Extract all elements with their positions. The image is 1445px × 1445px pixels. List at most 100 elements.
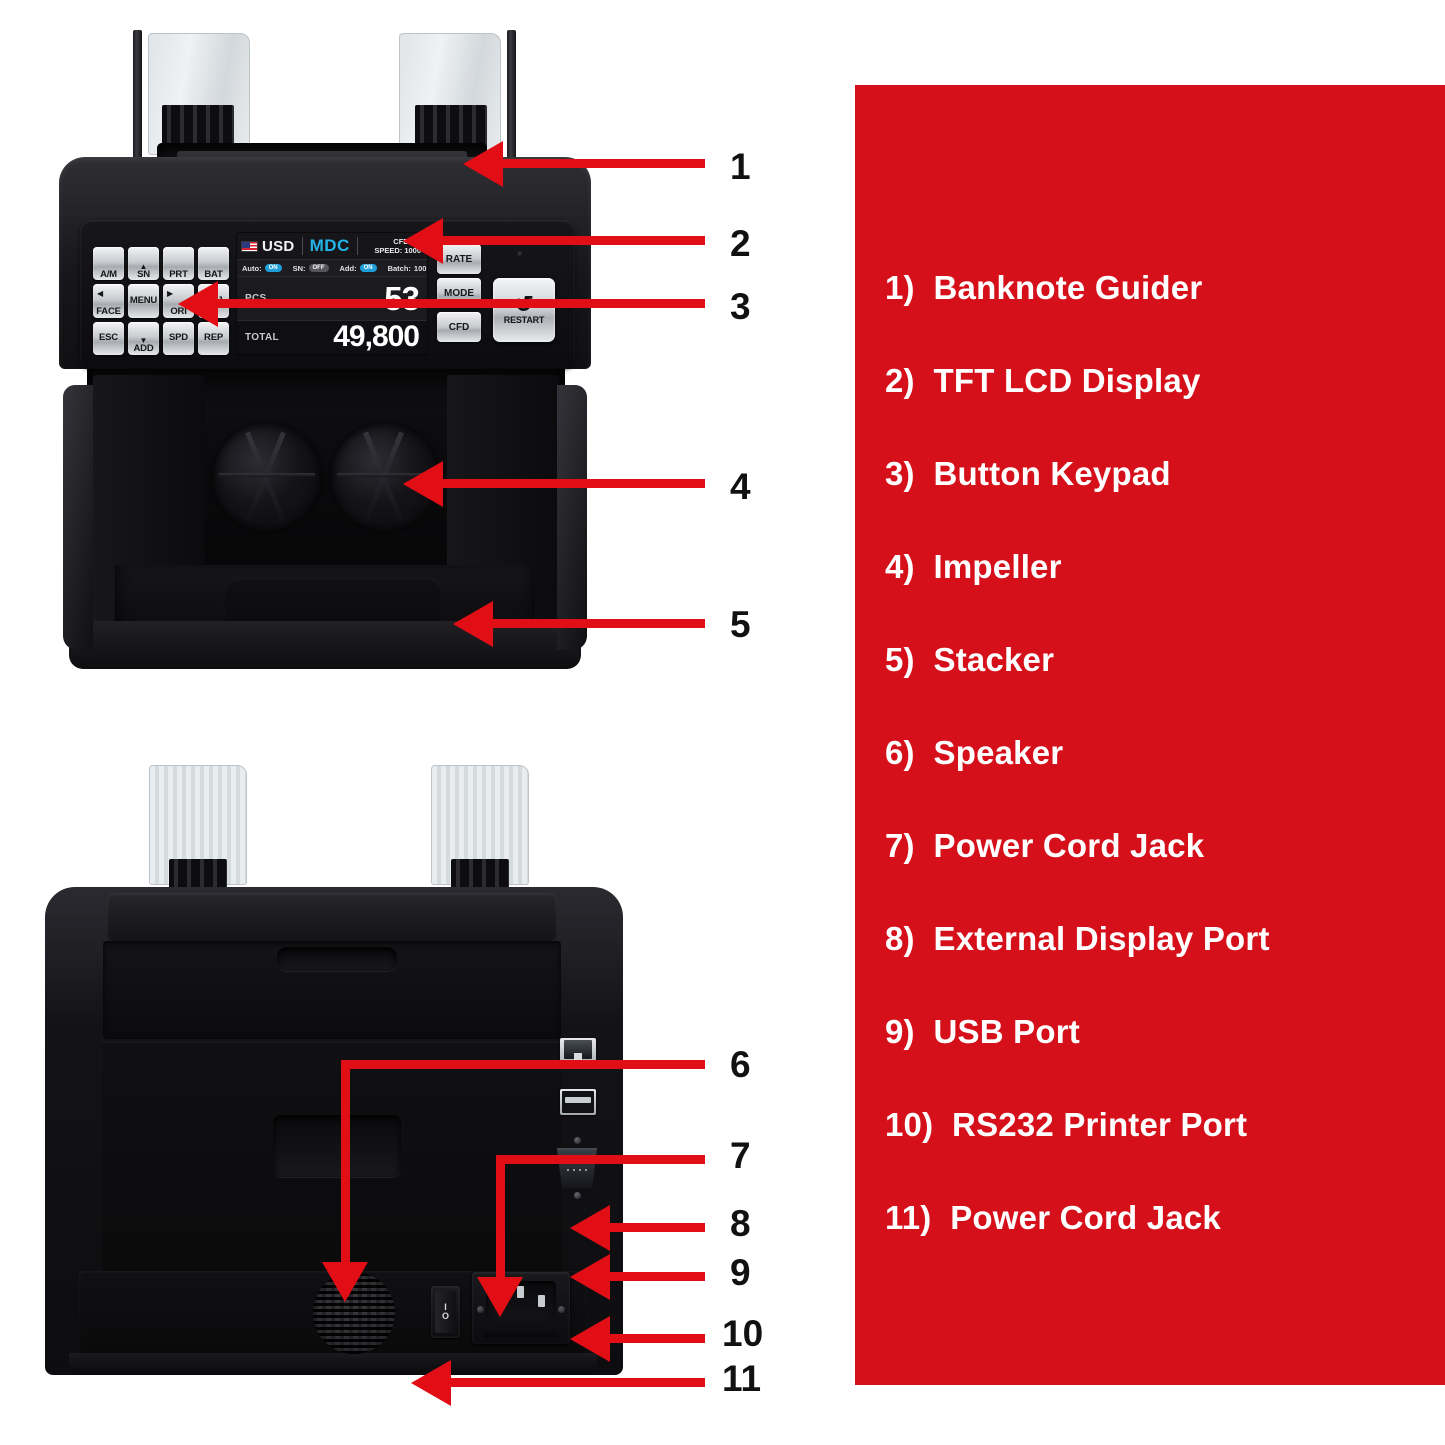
rear-top-lid bbox=[107, 893, 557, 941]
key-sn[interactable]: ▲ SN bbox=[128, 247, 159, 281]
legend-item-11: 11) Power Cord Jack bbox=[885, 1201, 1425, 1234]
base-skirt-right bbox=[557, 385, 587, 650]
callout-arrow-11 bbox=[448, 1378, 705, 1387]
callout-number-3: 3 bbox=[730, 286, 751, 327]
callout-number-5: 5 bbox=[730, 604, 751, 645]
callout-number-7: 7 bbox=[730, 1135, 751, 1176]
key-label: ADD bbox=[133, 343, 154, 355]
key-prt[interactable]: PRT bbox=[163, 247, 194, 281]
port-tab bbox=[573, 1052, 583, 1066]
lcd-pcs-row: PCS 53 bbox=[237, 277, 427, 320]
key-a-m[interactable]: A/M bbox=[93, 247, 124, 281]
status-auto: Auto: ON bbox=[242, 264, 282, 273]
power-off-symbol: O bbox=[441, 1311, 449, 1321]
status-value: 100 bbox=[413, 263, 427, 273]
key-esc[interactable]: ESC bbox=[93, 321, 124, 355]
callout-arrow-7-drop bbox=[496, 1155, 505, 1280]
legend-item-8: 8) External Display Port bbox=[885, 922, 1425, 955]
lcd-total-row: TOTAL 49,800 bbox=[237, 320, 427, 353]
rear-guider-left[interactable] bbox=[143, 765, 253, 901]
legend-list: 1) Banknote Guider 2) TFT LCD Display 3)… bbox=[885, 271, 1425, 1294]
callout-arrow-6 bbox=[341, 1060, 705, 1069]
jack-ledge bbox=[483, 1326, 559, 1339]
legend-number: 10) bbox=[885, 1106, 943, 1143]
legend-label: Power Cord Jack bbox=[950, 1199, 1221, 1236]
callout-arrow-4 bbox=[440, 479, 705, 488]
key-face[interactable]: ◀ FACE bbox=[93, 284, 124, 318]
money-counter-front-view: A/M ▲ SN PRT BAT ◀ FACE MENU ▶ bbox=[45, 25, 605, 675]
cfd-label: CFD: bbox=[393, 236, 412, 246]
status-batch: Batch: 100 bbox=[388, 264, 427, 273]
restart-label: RESTART bbox=[503, 314, 545, 325]
rear-guider-right[interactable] bbox=[425, 765, 535, 901]
power-switch[interactable]: I O bbox=[431, 1286, 460, 1338]
legend-number: 6) bbox=[885, 734, 925, 771]
usb-cavity bbox=[562, 1091, 594, 1113]
callout-number-4: 4 bbox=[730, 466, 751, 507]
us-flag-icon bbox=[241, 240, 258, 252]
total-value: 49,800 bbox=[333, 320, 420, 353]
serial-screw-top bbox=[573, 1137, 581, 1144]
callout-arrowhead-1 bbox=[463, 141, 503, 187]
rs232-printer-port bbox=[557, 1137, 597, 1199]
key-label: RATE bbox=[445, 253, 473, 265]
key-rep[interactable]: REP bbox=[198, 321, 229, 355]
callout-arrow-6-drop bbox=[341, 1060, 350, 1265]
key-spd[interactable]: SPD bbox=[163, 321, 194, 355]
speed-label: SPEED: bbox=[374, 246, 403, 255]
legend-item-10: 10) RS232 Printer Port bbox=[885, 1108, 1425, 1141]
key-cfd[interactable]: CFD bbox=[437, 312, 481, 342]
divider bbox=[301, 237, 303, 255]
key-bat[interactable]: BAT bbox=[198, 247, 229, 281]
legend-number: 1) bbox=[885, 269, 925, 306]
down-arrow-icon: ▼ bbox=[139, 336, 148, 346]
callout-number-9: 9 bbox=[730, 1252, 751, 1293]
pcs-value: 53 bbox=[384, 279, 420, 317]
hopper-sidewall-left bbox=[133, 30, 142, 165]
total-label: TOTAL bbox=[245, 331, 279, 343]
status-name: Add: bbox=[339, 263, 357, 273]
legend-label: Button Keypad bbox=[933, 455, 1171, 492]
status-name: SN: bbox=[292, 263, 306, 273]
legend-item-3: 3) Button Keypad bbox=[885, 457, 1425, 490]
callout-arrowhead-10 bbox=[570, 1316, 610, 1362]
legend-item-7: 7) Power Cord Jack bbox=[885, 829, 1425, 862]
key-label: REP bbox=[204, 332, 223, 344]
mode-label: MDC bbox=[309, 236, 350, 255]
legend-label: Impeller bbox=[933, 548, 1062, 585]
legend-item-2: 2) TFT LCD Display bbox=[885, 364, 1425, 397]
legend-item-9: 9) USB Port bbox=[885, 1015, 1425, 1048]
port-cavity bbox=[564, 1040, 592, 1059]
rear-service-handle bbox=[273, 1115, 401, 1177]
iec-pin bbox=[537, 1294, 545, 1307]
key-label: MODE bbox=[444, 287, 474, 299]
legend-number: 7) bbox=[885, 827, 925, 864]
key-menu[interactable]: MENU bbox=[128, 284, 159, 318]
key-add[interactable]: ▼ ADD bbox=[128, 321, 159, 355]
lcd-settings-row: Auto: ON SN: OFF Add: ON Batch: 100 bbox=[237, 260, 427, 277]
pcs-label: PCS bbox=[245, 293, 266, 304]
lcd-top-status-bar: USD MDC CFD: SPEED: 1000 bbox=[237, 233, 427, 260]
legend-number: 11) bbox=[885, 1199, 941, 1236]
guider-plate bbox=[149, 765, 247, 885]
left-arrow-icon: ◀ bbox=[97, 289, 104, 299]
legend-label: USB Port bbox=[933, 1013, 1080, 1050]
impeller-blade bbox=[337, 473, 433, 477]
callout-number-2: 2 bbox=[730, 223, 751, 264]
key-label: MENU bbox=[129, 294, 158, 306]
callout-arrowhead-8 bbox=[570, 1205, 610, 1251]
flag-canton bbox=[242, 241, 250, 248]
legend-number: 2) bbox=[885, 362, 925, 399]
right-arrow-icon: ▶ bbox=[167, 289, 174, 299]
key-label: SN bbox=[137, 268, 150, 280]
up-arrow-icon: ▲ bbox=[139, 261, 148, 271]
status-badge: ON bbox=[264, 264, 282, 272]
key-rate[interactable]: RATE bbox=[437, 244, 481, 274]
legend-number: 9) bbox=[885, 1013, 925, 1050]
callout-arrow-3 bbox=[215, 299, 705, 308]
callout-arrow-8 bbox=[607, 1223, 705, 1232]
callout-number-10: 10 bbox=[722, 1313, 764, 1354]
callout-arrow-10 bbox=[607, 1334, 705, 1343]
restart-button[interactable]: ↺ RESTART bbox=[493, 278, 555, 342]
